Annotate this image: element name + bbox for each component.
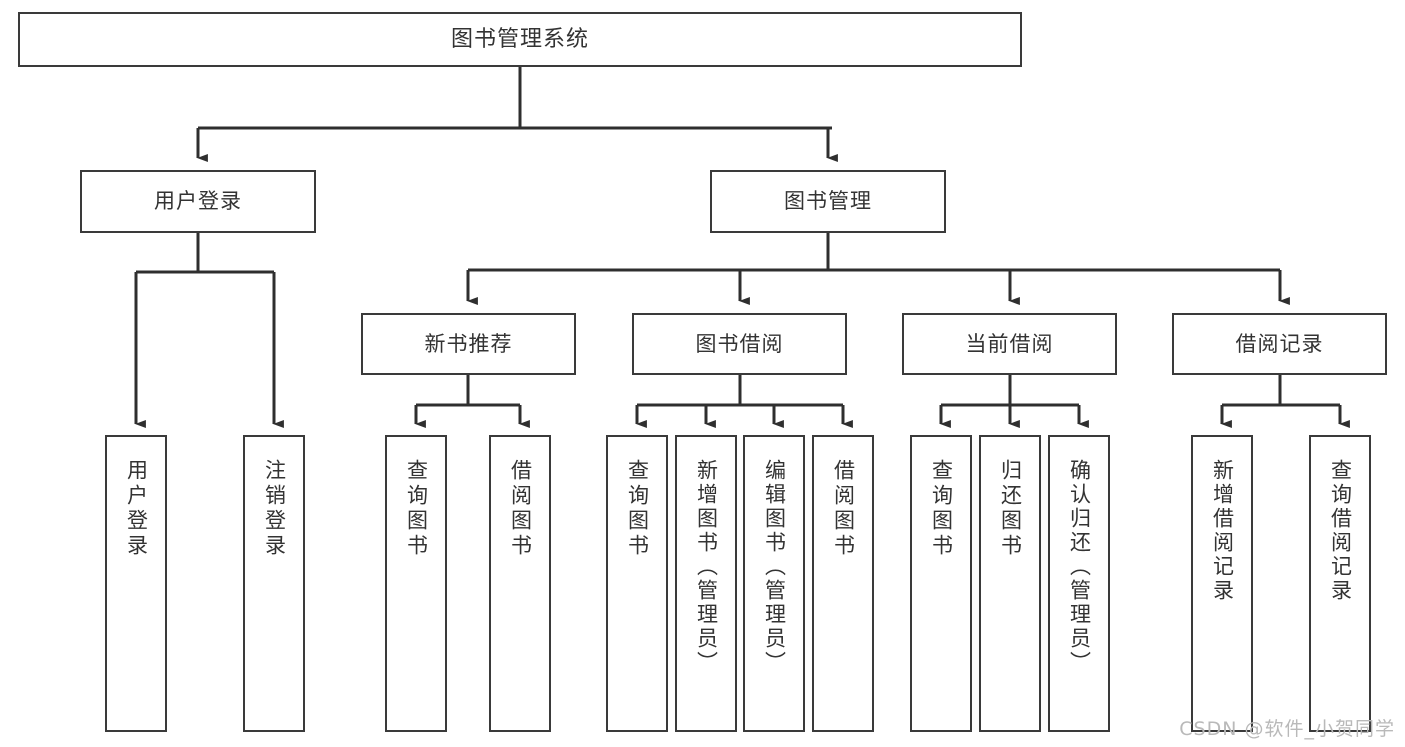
node-label: 图书管理 bbox=[784, 189, 872, 214]
leaf-label: 查询图书 bbox=[929, 459, 954, 559]
node-new-book-recommend[interactable]: 新书推荐 bbox=[361, 313, 576, 375]
leaf-label: 借阅图书 bbox=[508, 459, 533, 559]
leaf-record-add-record[interactable]: 新增借阅记录 bbox=[1191, 435, 1253, 732]
leaf-label: 确认归还（管理员） bbox=[1067, 459, 1092, 675]
leaf-current-return-book[interactable]: 归还图书 bbox=[979, 435, 1041, 732]
node-borrow-record[interactable]: 借阅记录 bbox=[1172, 313, 1387, 375]
leaf-label: 新增借阅记录 bbox=[1210, 459, 1235, 603]
leaf-label: 新增图书（管理员） bbox=[694, 459, 719, 675]
node-root-system[interactable]: 图书管理系统 bbox=[18, 12, 1022, 67]
leaf-borrow-query-book[interactable]: 查询图书 bbox=[606, 435, 668, 732]
leaf-label: 借阅图书 bbox=[831, 459, 856, 559]
leaf-newbook-query-book[interactable]: 查询图书 bbox=[385, 435, 447, 732]
leaf-borrow-edit-book-admin[interactable]: 编辑图书（管理员） bbox=[743, 435, 805, 732]
leaf-newbook-borrow-book[interactable]: 借阅图书 bbox=[489, 435, 551, 732]
leaf-current-confirm-return-admin[interactable]: 确认归还（管理员） bbox=[1048, 435, 1110, 732]
node-label: 当前借阅 bbox=[965, 331, 1054, 356]
node-user-login[interactable]: 用户登录 bbox=[80, 170, 316, 233]
node-book-borrow[interactable]: 图书借阅 bbox=[632, 313, 847, 375]
leaf-label: 用户登录 bbox=[124, 459, 149, 559]
node-book-management[interactable]: 图书管理 bbox=[710, 170, 946, 233]
leaf-label: 查询图书 bbox=[625, 459, 650, 559]
node-label: 用户登录 bbox=[154, 189, 242, 214]
leaf-record-query-record[interactable]: 查询借阅记录 bbox=[1309, 435, 1371, 732]
leaf-label: 注销登录 bbox=[262, 459, 287, 559]
leaf-current-query-book[interactable]: 查询图书 bbox=[910, 435, 972, 732]
csdn-watermark: CSDN @软件_小贺同学 bbox=[1179, 718, 1395, 740]
leaf-label: 归还图书 bbox=[998, 459, 1023, 559]
node-label: 新书推荐 bbox=[424, 331, 513, 356]
node-current-borrow[interactable]: 当前借阅 bbox=[902, 313, 1117, 375]
leaf-label: 查询借阅记录 bbox=[1328, 459, 1353, 603]
node-label: 图书管理系统 bbox=[450, 26, 589, 52]
leaf-user-login[interactable]: 用户登录 bbox=[105, 435, 167, 732]
leaf-label: 查询图书 bbox=[404, 459, 429, 559]
leaf-borrow-add-book-admin[interactable]: 新增图书（管理员） bbox=[675, 435, 737, 732]
node-label: 借阅记录 bbox=[1235, 331, 1324, 356]
leaf-label: 编辑图书（管理员） bbox=[762, 459, 787, 675]
leaf-borrow-borrow-book[interactable]: 借阅图书 bbox=[812, 435, 874, 732]
leaf-logout[interactable]: 注销登录 bbox=[243, 435, 305, 732]
node-label: 图书借阅 bbox=[695, 331, 784, 356]
